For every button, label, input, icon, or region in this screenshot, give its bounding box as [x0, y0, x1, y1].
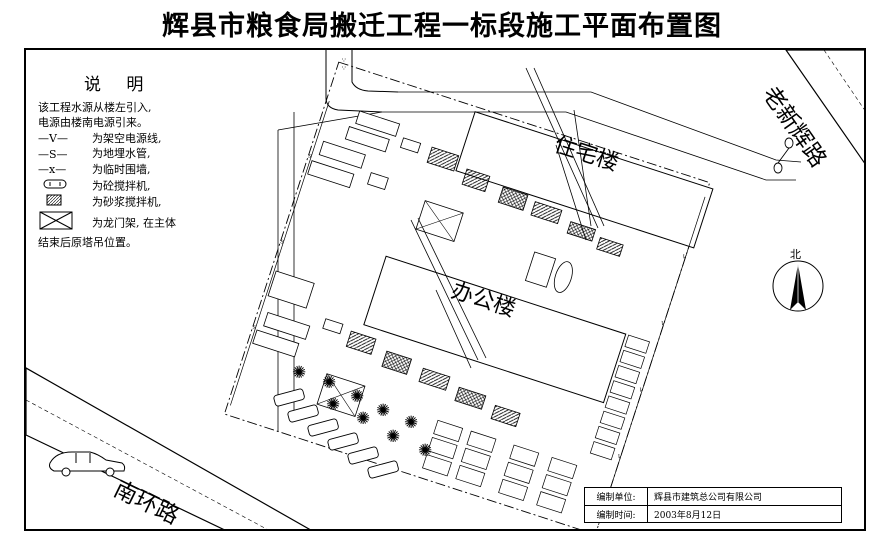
- svg-text:✺: ✺: [376, 401, 390, 421]
- storage-box: [307, 160, 355, 189]
- north-arrow-icon: [772, 260, 824, 312]
- page-title: 辉县市粮食局搬迁工程一标段施工平面布置图: [162, 11, 722, 42]
- north-road-band: [785, 50, 864, 164]
- storage-box: [344, 126, 390, 153]
- time-label: 编制时间:: [585, 506, 648, 523]
- site-sheds-east: [589, 334, 650, 461]
- storage-box: [252, 329, 300, 358]
- svg-text:V: V: [681, 254, 688, 261]
- legend-heading: 说 明: [84, 75, 154, 95]
- brick-pile: [497, 186, 529, 211]
- site-plan: ∵ ∵ V V V V S S S: [26, 50, 864, 529]
- power-line-symbol: —V—: [38, 131, 68, 145]
- sand-pile: [490, 404, 521, 428]
- tower-crane-jib-north: [525, 67, 605, 241]
- svg-text:∵: ∵: [342, 65, 346, 72]
- brick-pile: [381, 350, 413, 375]
- title-block-unit-row: 编制单位: 辉县市建筑总公司有限公司: [585, 488, 841, 506]
- legend-item-concrete-mixer: 为砼搅拌机,: [38, 178, 176, 195]
- office-building: [363, 255, 627, 404]
- sand-pile: [418, 367, 451, 391]
- legend: 说 明 该工程水源从楼左引入, 电源由楼南电源引来。 —V—为架空电源线, —S…: [38, 75, 176, 251]
- mortar-mixer-icon: [46, 194, 62, 206]
- fence-symbol: —x—: [38, 163, 67, 177]
- access-road-top-right: [351, 50, 399, 93]
- north-label: 北: [790, 248, 801, 261]
- svg-text:✺: ✺: [418, 441, 432, 461]
- office-shed: [267, 270, 315, 309]
- driveway-outer: [398, 91, 802, 163]
- car-icon: [49, 451, 126, 477]
- sand-pile: [345, 330, 377, 355]
- worker-housing: [422, 419, 578, 514]
- parking-lot: [273, 388, 399, 479]
- south-road-centerline: [26, 399, 268, 529]
- title-block: 编制单位: 辉县市建筑总公司有限公司 编制时间: 2003年8月12日: [584, 487, 842, 523]
- water-tank: [553, 261, 573, 293]
- svg-text:✺: ✺: [350, 387, 364, 407]
- water-pipe-symbol: —S—: [38, 147, 68, 161]
- site-gate: [773, 137, 794, 174]
- legend-line: 电源由楼南电源引来。: [38, 116, 148, 129]
- title-block-time-row: 编制时间: 2003年8月12日: [585, 506, 841, 523]
- legend-item-gantry: 为龙门架, 在主体: [38, 211, 176, 236]
- mixer-symbol: [399, 137, 422, 154]
- storage-box: [367, 172, 389, 191]
- storage-box: [263, 311, 311, 340]
- tree-row: ✺ ✺ ✺ ✺ ✺ ✺ ✺ ✺ ✺: [292, 363, 432, 461]
- unit-label: 编制单位:: [585, 488, 648, 505]
- time-value: 2003年8月12日: [654, 511, 722, 521]
- svg-text:S: S: [279, 239, 285, 246]
- brick-pile: [566, 221, 597, 242]
- sand-pile: [530, 201, 563, 225]
- svg-text:✺: ✺: [386, 427, 400, 447]
- gantry-box-icon: [39, 211, 73, 230]
- svg-text:✺: ✺: [322, 373, 336, 393]
- sand-pile: [596, 237, 624, 257]
- svg-text:V: V: [616, 453, 623, 460]
- storage-box: [318, 140, 366, 169]
- north-road-centerline: [823, 50, 864, 110]
- storage-box: [355, 110, 401, 137]
- sand-pile: [426, 146, 460, 172]
- access-road-top-left: [325, 50, 383, 113]
- water-line-west: [230, 100, 330, 406]
- legend-item-fence: —x—为临时围墙,: [38, 163, 151, 177]
- legend-item-mortar-mixer: 为砂浆搅拌机,: [38, 194, 176, 211]
- drawing-frame: ∵ ∵ V V V V S S S: [24, 48, 866, 531]
- legend-item-power-line: —V—为架空电源线,: [38, 131, 162, 145]
- svg-text:S: S: [307, 153, 313, 160]
- driveway-inner: [382, 111, 796, 181]
- svg-text:V: V: [637, 387, 644, 394]
- mixer-symbol: [322, 318, 344, 335]
- svg-text:✺: ✺: [404, 413, 418, 433]
- tower-crane-jib-south: [410, 217, 487, 369]
- brick-pile: [454, 386, 487, 410]
- svg-text:✺: ✺: [292, 363, 306, 383]
- legend-tail: 结束后原塔吊位置。: [38, 236, 137, 250]
- svg-text:✺: ✺: [326, 395, 340, 415]
- power-line-east: [598, 196, 706, 526]
- unit-value: 辉县市建筑总公司有限公司: [654, 493, 763, 503]
- guard-room: [524, 251, 557, 288]
- legend-line: 该工程水源从楼左引入,: [38, 100, 152, 114]
- svg-text:∵: ∵: [342, 57, 346, 64]
- svg-text:S: S: [252, 325, 258, 332]
- concrete-mixer-icon: [43, 179, 67, 189]
- legend-item-water-pipe: —S—为地埋水管,: [38, 147, 151, 161]
- sand-pile: [461, 168, 491, 193]
- svg-text:✺: ✺: [356, 409, 370, 429]
- svg-text:V: V: [659, 320, 666, 327]
- south-road-band: [26, 367, 311, 529]
